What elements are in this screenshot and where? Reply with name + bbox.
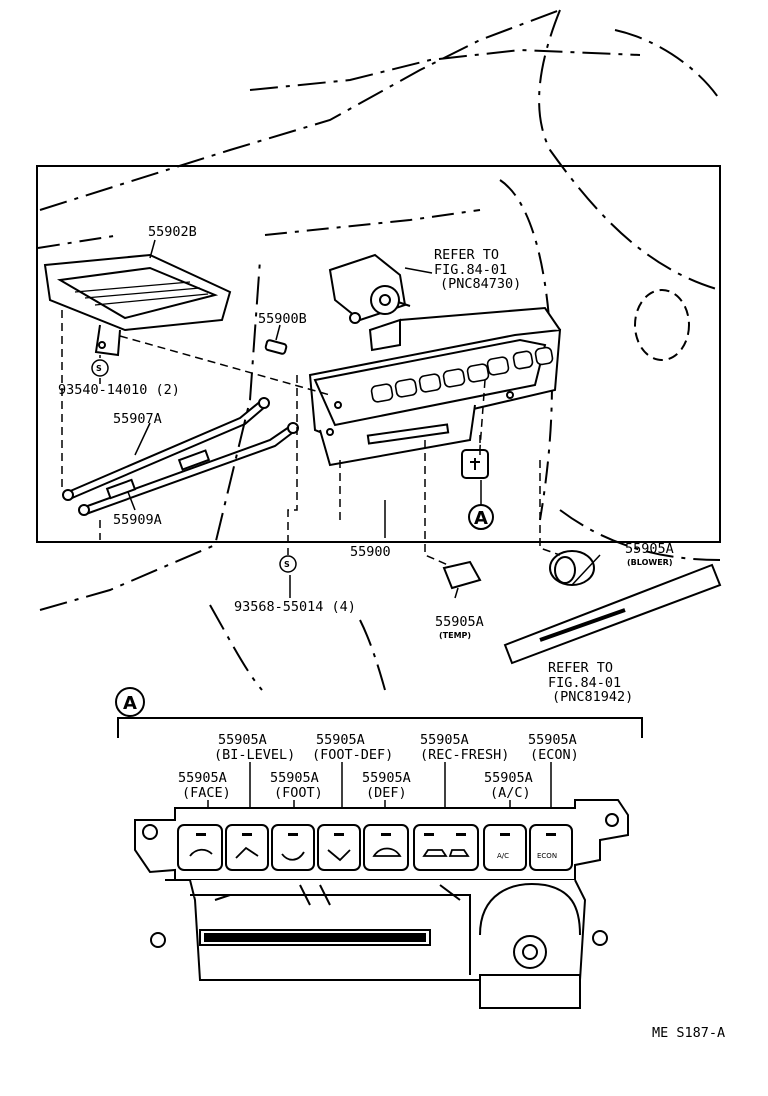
dash-contour-upper (249, 48, 641, 91)
callout-def-part: 55905A (362, 770, 411, 786)
detail-marker-a: A (115, 687, 145, 717)
figure-code: ME S187-A (652, 1025, 725, 1041)
servo-motor (328, 253, 411, 324)
callout-face-part: 55905A (178, 770, 227, 786)
svg-text:A: A (123, 693, 137, 714)
control-cables (62, 397, 299, 516)
button-bilevel (225, 824, 269, 871)
button-econ-label: ECON (537, 852, 557, 860)
callout-bilevel-part: 55905A (218, 732, 267, 748)
label-blower-part: 55905A (625, 541, 674, 557)
label-55907A: 55907A (113, 411, 162, 427)
label-refer1-b: FIG.84-01 (434, 262, 507, 278)
button-indicators (196, 833, 556, 836)
label-refer2-a: REFER TO (548, 660, 613, 676)
callout-ac-sub: (A/C) (490, 785, 531, 801)
dash-contour-right (538, 9, 721, 291)
callout-bilevel-sub: (BI-LEVEL) (214, 747, 295, 763)
face-icon (189, 848, 213, 857)
knob-tempA (461, 449, 489, 479)
leader-solid (99, 239, 601, 599)
callout-foot-sub: (FOOT) (274, 785, 323, 801)
screw-93568 (279, 555, 297, 573)
label-refer2-b: FIG.84-01 (548, 675, 621, 691)
dash-contour-top (39, 9, 561, 211)
dash-contour-inner (499, 179, 553, 521)
button-recfresh (413, 824, 479, 871)
callout-econ-part: 55905A (528, 732, 577, 748)
label-temp-part: 55905A (435, 614, 484, 630)
label-93540: 93540-14010 (2) (58, 382, 180, 398)
clip-55900B (264, 339, 288, 355)
dash-contour-lower2 (209, 604, 263, 691)
dash-contour-lower3 (359, 619, 386, 691)
callout-face-sub: (FACE) (182, 785, 231, 801)
callout-footdef-part: 55905A (316, 732, 365, 748)
bracket-55902B (43, 253, 232, 357)
panel-buttons (370, 346, 554, 403)
screw-93540 (91, 359, 109, 377)
label-55900: 55900 (350, 544, 391, 560)
button-ac-label: A/C (497, 852, 509, 860)
footdef-icon (327, 849, 351, 862)
button-face (177, 824, 223, 871)
callout-recfresh-sub: (REC-FRESH) (420, 747, 509, 763)
callout-recfresh-part: 55905A (420, 732, 469, 748)
bilevel-icon (235, 846, 259, 859)
callout-foot-part: 55905A (270, 770, 319, 786)
dash-contour-right3 (559, 509, 721, 561)
heater-panel-strip (503, 563, 722, 665)
dash-contour-inner3 (37, 234, 121, 249)
knob-temp (442, 560, 482, 590)
main-frame (36, 165, 721, 543)
button-footdef (317, 824, 361, 871)
label-55909A: 55909A (113, 512, 162, 528)
dash-contour-inner2 (264, 209, 481, 236)
button-econ (529, 824, 573, 871)
foot-icon (281, 851, 305, 861)
button-glyphs (189, 846, 470, 862)
defrost-icon (372, 847, 402, 857)
button-def (363, 824, 409, 871)
label-refer2-c: (PNC81942) (552, 689, 633, 705)
svg-text:A: A (474, 508, 488, 529)
screw-93540-symbol: S (96, 364, 102, 373)
label-refer1-a: REFER TO (434, 247, 499, 263)
button-ac (483, 824, 527, 871)
label-55900B: 55900B (258, 311, 307, 327)
detail-buttons (177, 824, 573, 871)
knob-blower (549, 550, 595, 586)
label-blower-sub: (BLOWER) (627, 558, 672, 567)
dash-contour-lower (39, 259, 261, 611)
label-55902B: 55902B (148, 224, 197, 240)
detail-bracket (117, 717, 643, 738)
screw-93568-symbol: S (284, 560, 290, 569)
recirc-icon (422, 849, 448, 857)
callout-econ-sub: (ECON) (530, 747, 579, 763)
callout-def-sub: (DEF) (366, 785, 407, 801)
callout-footdef-sub: (FOOT-DEF) (312, 747, 393, 763)
dash-contour-right2 (614, 29, 721, 101)
label-93568: 93568-55014 (4) (234, 599, 356, 615)
label-temp-sub: (TEMP) (439, 631, 471, 640)
label-refer1-c: (PNC84730) (440, 276, 521, 292)
dash-vent-circle (634, 289, 690, 361)
fresh-icon (448, 849, 470, 857)
leader-lines (61, 310, 561, 566)
button-foot (271, 824, 315, 871)
marker-a: A (468, 504, 494, 530)
callout-ac-part: 55905A (484, 770, 533, 786)
